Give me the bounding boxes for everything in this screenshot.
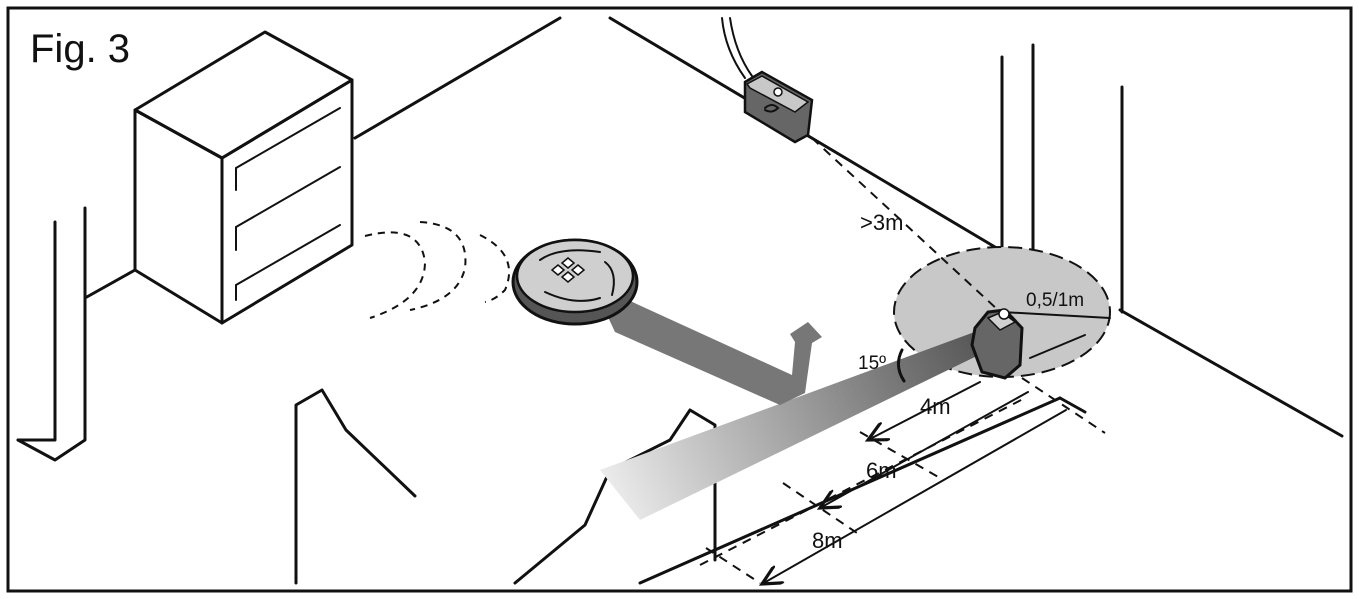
robot-path-arrow: [600, 300, 822, 405]
zone-radius-line: [1001, 311, 1111, 319]
virtual-wall-beacon-icon: [721, 17, 814, 144]
figure-title: Fig. 3: [30, 27, 130, 71]
range-far-label: 8m: [812, 528, 843, 553]
home-base-icon: [970, 308, 1024, 380]
zone-radius-line-2: [1029, 334, 1086, 359]
angle-label: 15º: [858, 353, 886, 374]
figure-border: [6, 6, 1353, 593]
range-arrows: [762, 381, 1067, 584]
sofa-outline: [294, 388, 717, 585]
ir-beam: [600, 330, 985, 520]
range-near-label: 4m: [920, 394, 951, 419]
beam-angle-arc: [897, 348, 906, 383]
signal-waves: [364, 221, 510, 319]
distance-wall-label: >3m: [860, 210, 903, 235]
dotted-guides: [699, 137, 1106, 584]
cabinet: [133, 30, 354, 325]
radius-label: 0,5/1m: [1026, 290, 1084, 311]
robot-vacuum-icon: [511, 238, 639, 326]
range-mid-label: 6m: [866, 458, 897, 483]
